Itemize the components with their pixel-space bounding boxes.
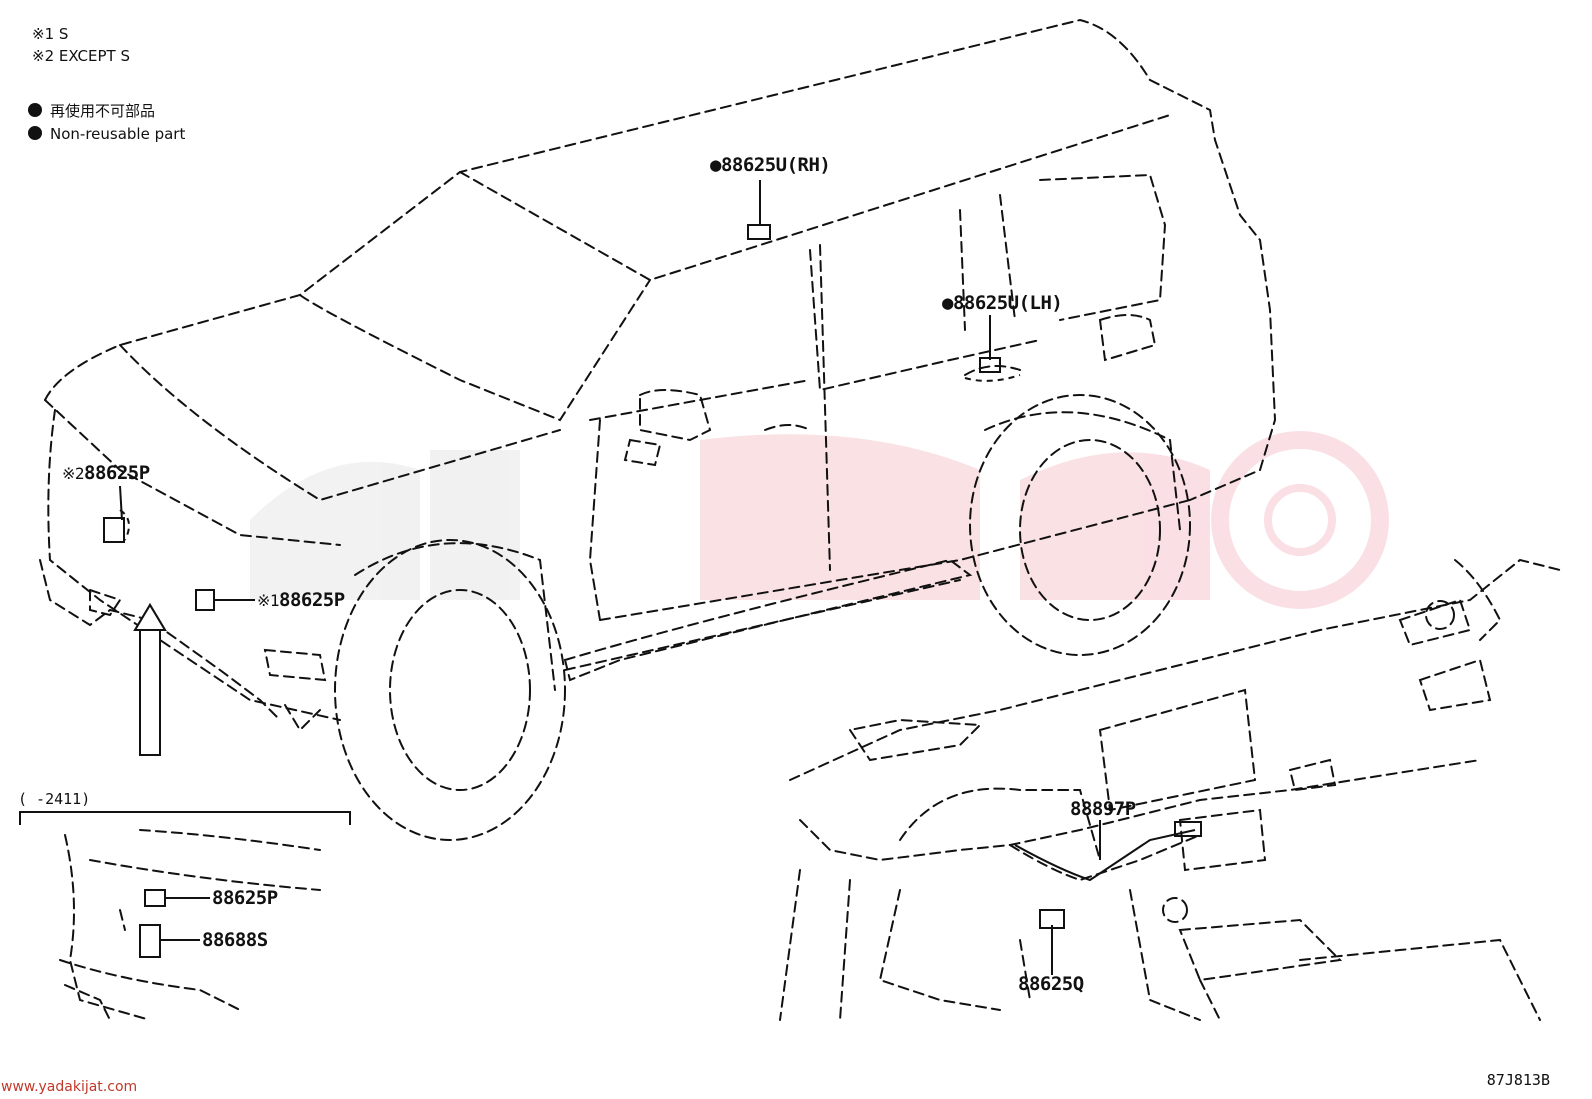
diagram-code: 87J813B [1486,1071,1550,1089]
label-88625P-inset[interactable]: 88625P [212,887,278,909]
label-88625U-RH[interactable]: ●88625U(RH) [710,154,831,176]
label-88625P-2[interactable]: ※288625P [62,462,150,484]
inset-front-view [59,829,321,1021]
sensor-88625P-2 [103,517,125,543]
label-88688S[interactable]: 88688S [202,929,268,951]
watermark-logo [250,431,1389,609]
sensor-88625U-LH [979,357,1001,373]
front-wheel [334,539,566,841]
label-88625U-LH[interactable]: ●88625U(LH) [942,292,1063,314]
legend-en: Non-reusable part [28,125,185,143]
label-88625P-1-text: 88625P [279,589,345,611]
harness-88897P [1014,829,1196,882]
sensor-88625P-1 [195,589,215,611]
leader-88625P-2 [119,485,123,521]
sensor-88625U-RH [747,224,771,240]
bracket-88688S [139,924,161,958]
legend-en-text: Non-reusable part [50,125,186,143]
legend-jp-text: 再使用不可部品 [50,102,156,120]
inset-range: ( -2411) [18,790,91,808]
label-88897P[interactable]: 88897P [1070,798,1136,820]
mark-2: ※2 [62,464,85,483]
note-2: ※2 EXCEPT S [32,47,130,65]
note-1: ※1 S [32,25,69,43]
sensor-88625P-inset [144,889,166,907]
legend-jp: 再使用不可部品 [28,100,155,121]
inset-bracket [19,811,351,825]
dashboard-view [779,558,1561,1021]
watermark-url[interactable]: www.yadakijat.com [1,1079,138,1095]
rear-wheel [969,394,1191,656]
bullet-icon [28,103,42,117]
bullet-icon [28,126,42,140]
label-88625Q[interactable]: 88625Q [1018,973,1084,995]
mark-1: ※1 [257,591,280,610]
suv-outline [39,18,1277,732]
label-88625P-2-text: 88625P [84,462,150,484]
label-88625P-1[interactable]: ※188625P [257,589,345,611]
sensor-88625Q [1039,909,1065,929]
